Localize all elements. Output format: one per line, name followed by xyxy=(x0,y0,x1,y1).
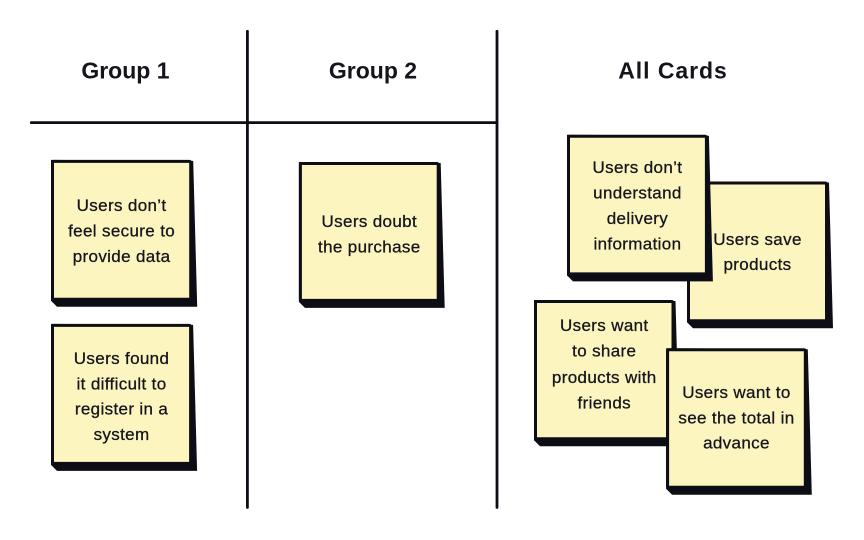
svg-text:delivery: delivery xyxy=(607,209,669,228)
svg-text:Group 1: Group 1 xyxy=(81,58,169,84)
svg-text:the purchase: the purchase xyxy=(318,237,421,256)
svg-text:Users doubt: Users doubt xyxy=(322,212,418,231)
svg-text:feel secure to: feel secure to xyxy=(68,221,175,240)
svg-text:products with: products with xyxy=(552,368,657,387)
svg-text:Users don’t: Users don’t xyxy=(593,158,683,177)
svg-text:Users want: Users want xyxy=(560,316,649,335)
svg-text:products: products xyxy=(723,255,791,274)
svg-text:Users want to: Users want to xyxy=(682,383,790,402)
svg-text:understand: understand xyxy=(593,183,682,202)
svg-text:system: system xyxy=(94,425,150,444)
svg-text:advance: advance xyxy=(703,434,770,453)
svg-text:friends: friends xyxy=(578,394,631,413)
svg-text:it difficult to: it difficult to xyxy=(77,374,167,393)
svg-text:register in a: register in a xyxy=(75,400,169,419)
svg-text:Users found: Users found xyxy=(74,349,170,368)
svg-text:provide data: provide data xyxy=(73,247,171,266)
svg-text:to share: to share xyxy=(572,342,636,361)
svg-text:Group 2: Group 2 xyxy=(329,58,417,84)
svg-text:see the total in: see the total in xyxy=(678,408,794,427)
svg-text:Users don’t: Users don’t xyxy=(77,196,167,215)
svg-text:Users save: Users save xyxy=(713,230,802,249)
svg-text:information: information xyxy=(593,235,681,254)
svg-text:All Cards: All Cards xyxy=(618,58,728,84)
